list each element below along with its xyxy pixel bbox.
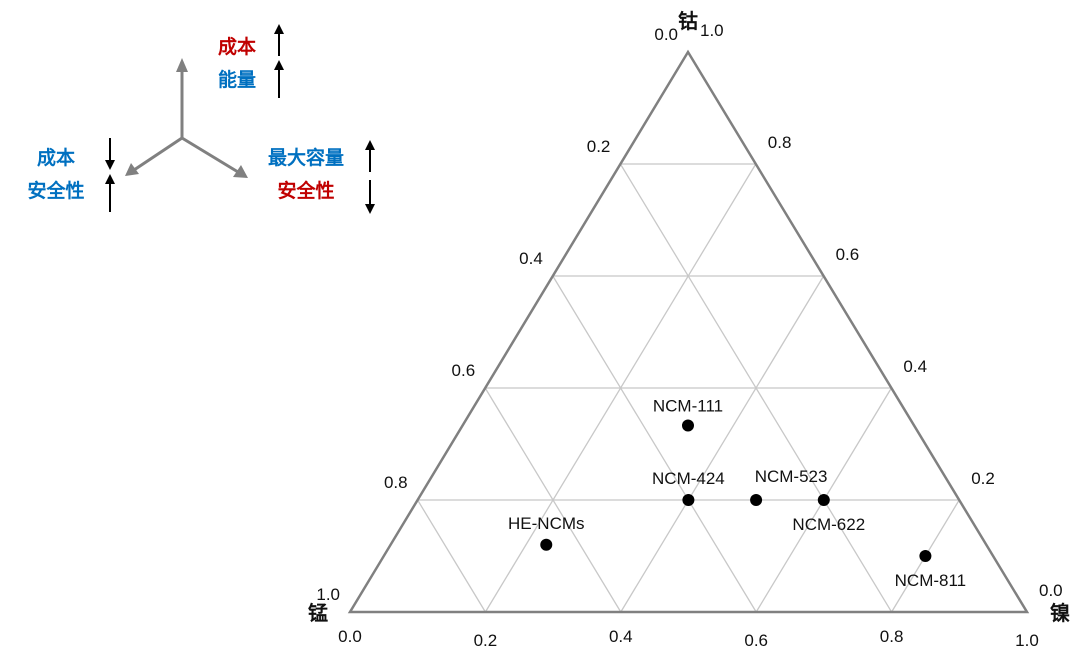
point-label-ncm-811: NCM-811	[895, 571, 966, 590]
grid-line-5	[552, 275, 757, 613]
point-label-ncm-111: NCM-111	[653, 397, 723, 416]
legend-axis-right	[181, 136, 239, 174]
tick-right-2: 0.4	[903, 357, 927, 376]
tick-bottom-5: 1.0	[1015, 631, 1039, 650]
legend-right-0-arrow-up-icon	[365, 140, 375, 172]
legend-axis-left	[133, 136, 183, 172]
grid-line-8	[484, 387, 622, 613]
tick-right-5: 1.0	[700, 21, 724, 40]
tick-left-1: 0.8	[384, 473, 408, 492]
legend-arrowhead-up	[176, 58, 188, 72]
point-label-ncm-622: NCM-622	[792, 515, 865, 534]
tick-left-2: 0.6	[452, 361, 476, 380]
grid-line-4	[620, 275, 825, 613]
legend-trend-arrows	[105, 24, 375, 214]
point-ncm-622	[817, 494, 830, 506]
point-ncm-523	[750, 494, 763, 506]
legend-arrowhead-left	[125, 163, 139, 176]
tick-right-3: 0.6	[836, 245, 860, 264]
point-he-ncms	[540, 538, 553, 551]
tick-right-0: 0.0	[1039, 581, 1063, 600]
legend-left-1-arrow-up-icon	[105, 174, 115, 212]
vertex-label-top: 钴	[678, 9, 698, 33]
legend-arrowhead-right	[233, 165, 248, 178]
tick-left-5: 0.0	[654, 25, 678, 44]
tick-right-4: 0.8	[768, 133, 792, 152]
legend-up-0-label: 成本	[218, 35, 256, 58]
point-label-ncm-424: NCM-424	[652, 469, 725, 488]
point-ncm-811	[919, 550, 932, 562]
tick-left-4: 0.2	[587, 137, 611, 156]
legend-left-1-label: 安全性	[27, 179, 84, 202]
legend-left-0-label: 成本	[37, 146, 75, 169]
point-ncm-111	[681, 419, 694, 432]
point-label-ncm-523: NCM-523	[755, 467, 828, 486]
ternary-grid	[417, 163, 960, 613]
tick-bottom-0: 0.0	[338, 627, 362, 646]
legend-axes	[125, 58, 248, 178]
tick-bottom-4: 0.8	[880, 627, 904, 646]
legend-right-0-label: 最大容量	[268, 146, 344, 169]
tick-bottom-3: 0.6	[744, 631, 768, 650]
legend-up-1-arrow-up-icon	[274, 60, 284, 98]
point-ncm-424	[682, 494, 695, 506]
legend-up-0-arrow-up-icon	[274, 24, 284, 56]
grid-line-11	[417, 499, 486, 613]
tick-labels: 0.0 1.0 0.0 0.2 0.8 0.2 0.4 0.6 0.4 0.6 0.4 0.6 0.8 0…	[316, 21, 1062, 650]
legend-up-1-label: 能量	[218, 68, 256, 91]
tick-left-0: 1.0	[316, 585, 340, 604]
tick-bottom-2: 0.4	[609, 627, 633, 646]
legend-right-1-label: 安全性	[277, 179, 334, 202]
point-label-he-ncms: HE-NCMs	[508, 514, 585, 533]
legend-right-1-arrow-down-icon	[365, 180, 375, 214]
tick-left-3: 0.4	[519, 249, 543, 268]
vertex-label-left: 锰	[308, 601, 328, 625]
vertex-label-right: 镍	[1050, 601, 1070, 625]
tick-right-1: 0.2	[971, 469, 995, 488]
legend-left-0-arrow-down-icon	[105, 138, 115, 170]
ternary-frame	[347, 49, 1030, 614]
tick-bottom-1: 0.2	[474, 631, 498, 650]
